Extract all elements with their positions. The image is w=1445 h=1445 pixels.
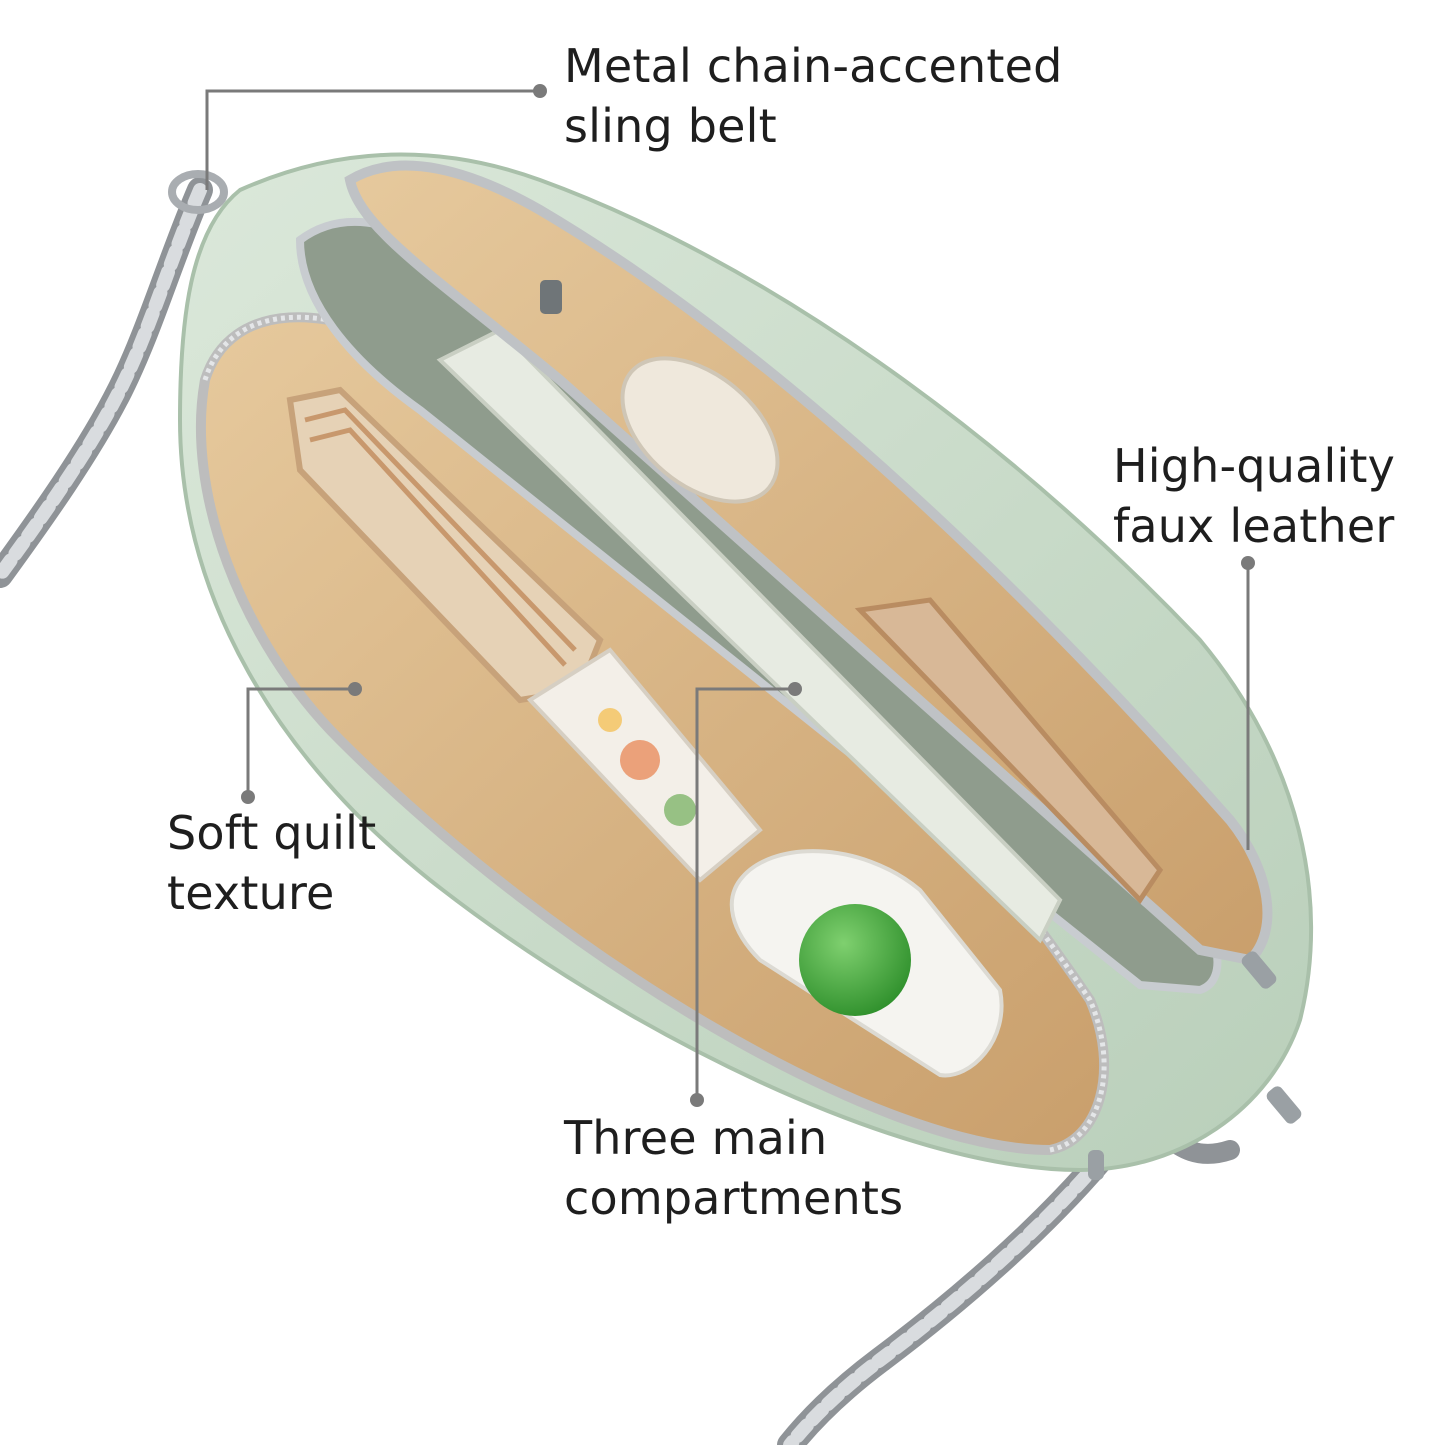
callout-leather-line1: High-quality (1113, 439, 1396, 493)
chain-strap-top (0, 170, 228, 588)
callout-chain-line2: sling belt (564, 99, 777, 153)
leader-quilt (246, 687, 355, 797)
green-ball (799, 904, 911, 1016)
callout-quilt-texture: Soft quilt texture (167, 803, 376, 923)
leader-chain (205, 89, 540, 190)
callout-quilt-line2: texture (167, 866, 335, 920)
callout-compartments-line1: Three main (564, 1111, 828, 1165)
cream-jar-item (729, 849, 1004, 1078)
compartment-front (195, 312, 1110, 1156)
callout-quilt-line1: Soft quilt (167, 806, 377, 860)
zipper-pulls (540, 280, 1302, 1180)
lipstick-item (526, 647, 763, 883)
callout-compartments: Three main compartments (564, 1108, 903, 1228)
compartment-back (344, 160, 1273, 966)
leader-compartments (695, 687, 795, 1100)
callout-chain-line1: Metal chain-accented (564, 39, 1063, 93)
callout-chain-belt: Metal chain-accented sling belt (564, 36, 1063, 156)
leader-lines (205, 84, 1255, 1107)
notebook-item (436, 327, 1063, 944)
card-holder-item (854, 597, 1164, 904)
callout-faux-leather: High-quality faux leather (1113, 436, 1395, 556)
callout-leather-line2: faux leather (1113, 499, 1395, 553)
callout-compartments-line2: compartments (564, 1171, 904, 1225)
compact-mirror-item (620, 356, 780, 504)
